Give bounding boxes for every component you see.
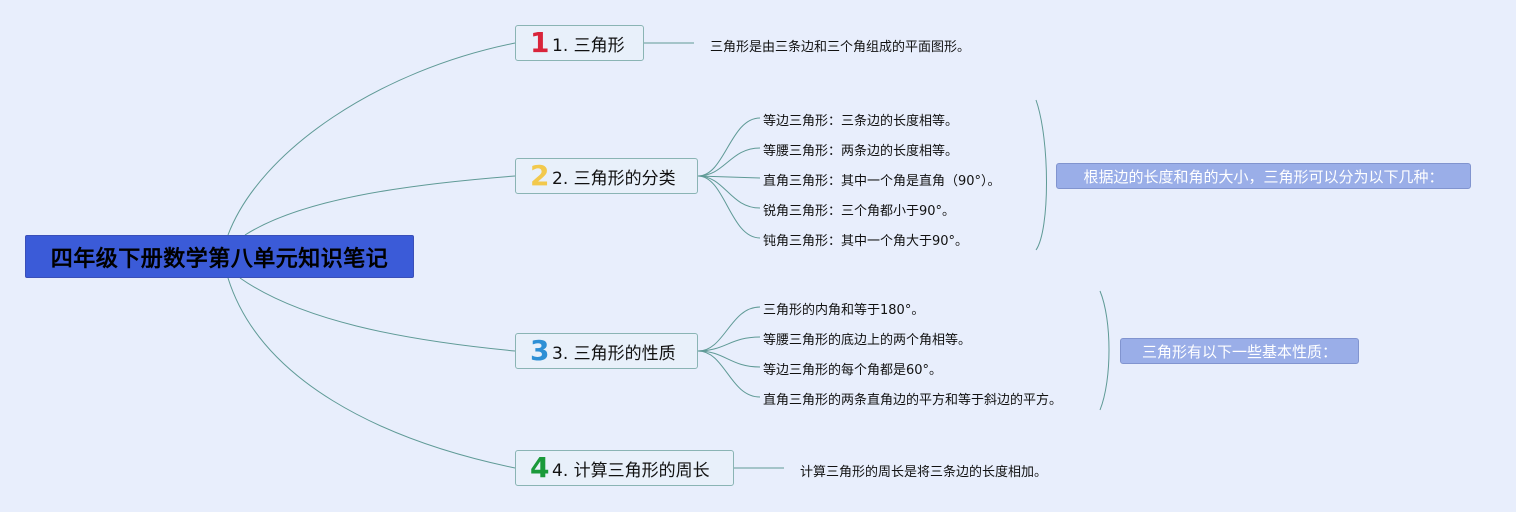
number-3-icon: 3 xyxy=(530,334,550,367)
topic-triangle[interactable]: 1 1. 三角形 xyxy=(515,25,644,61)
list-item: 等边三角形的每个角都是60°。 xyxy=(763,363,943,378)
summary-text: 三角形有以下一些基本性质： xyxy=(1141,342,1337,361)
list-item: 等边三角形：三条边的长度相等。 xyxy=(763,114,959,129)
summary-callout[interactable]: 根据边的长度和角的大小，三角形可以分为以下几种： xyxy=(1056,163,1471,189)
topic-detail: 计算三角形的周长是将三条边的长度相加。 xyxy=(800,465,1048,480)
list-item: 等腰三角形的底边上的两个角相等。 xyxy=(763,333,972,348)
number-1-icon: 1 xyxy=(530,26,550,59)
topic-title: 2. 三角形的分类 xyxy=(552,168,676,189)
list-item: 直角三角形的两条直角边的平方和等于斜边的平方。 xyxy=(763,393,1063,408)
list-item: 等腰三角形：两条边的长度相等。 xyxy=(763,144,959,159)
list-item: 锐角三角形：三个角都小于90°。 xyxy=(763,204,956,219)
summary-callout[interactable]: 三角形有以下一些基本性质： xyxy=(1120,338,1359,364)
list-item: 三角形的内角和等于180°。 xyxy=(763,303,925,318)
summary-text: 根据边的长度和角的大小，三角形可以分为以下几种： xyxy=(1083,167,1444,186)
root-topic[interactable]: 四年级下册数学第八单元知识笔记 xyxy=(25,235,414,278)
topic-detail: 三角形是由三条边和三个角组成的平面图形。 xyxy=(710,40,971,55)
topic-title: 1. 三角形 xyxy=(552,35,625,56)
list-item: 直角三角形：其中一个角是直角（90°）。 xyxy=(763,174,1001,189)
topic-title: 4. 计算三角形的周长 xyxy=(552,460,710,481)
list-item: 钝角三角形：其中一个角大于90°。 xyxy=(763,234,969,249)
number-2-icon: 2 xyxy=(530,159,550,192)
topic-title: 3. 三角形的性质 xyxy=(552,343,676,364)
root-title: 四年级下册数学第八单元知识笔记 xyxy=(50,246,389,272)
topic-perimeter[interactable]: 4 4. 计算三角形的周长 xyxy=(515,450,734,486)
topic-properties[interactable]: 3 3. 三角形的性质 xyxy=(515,333,698,369)
number-4-icon: 4 xyxy=(530,451,550,484)
topic-classification[interactable]: 2 2. 三角形的分类 xyxy=(515,158,698,194)
